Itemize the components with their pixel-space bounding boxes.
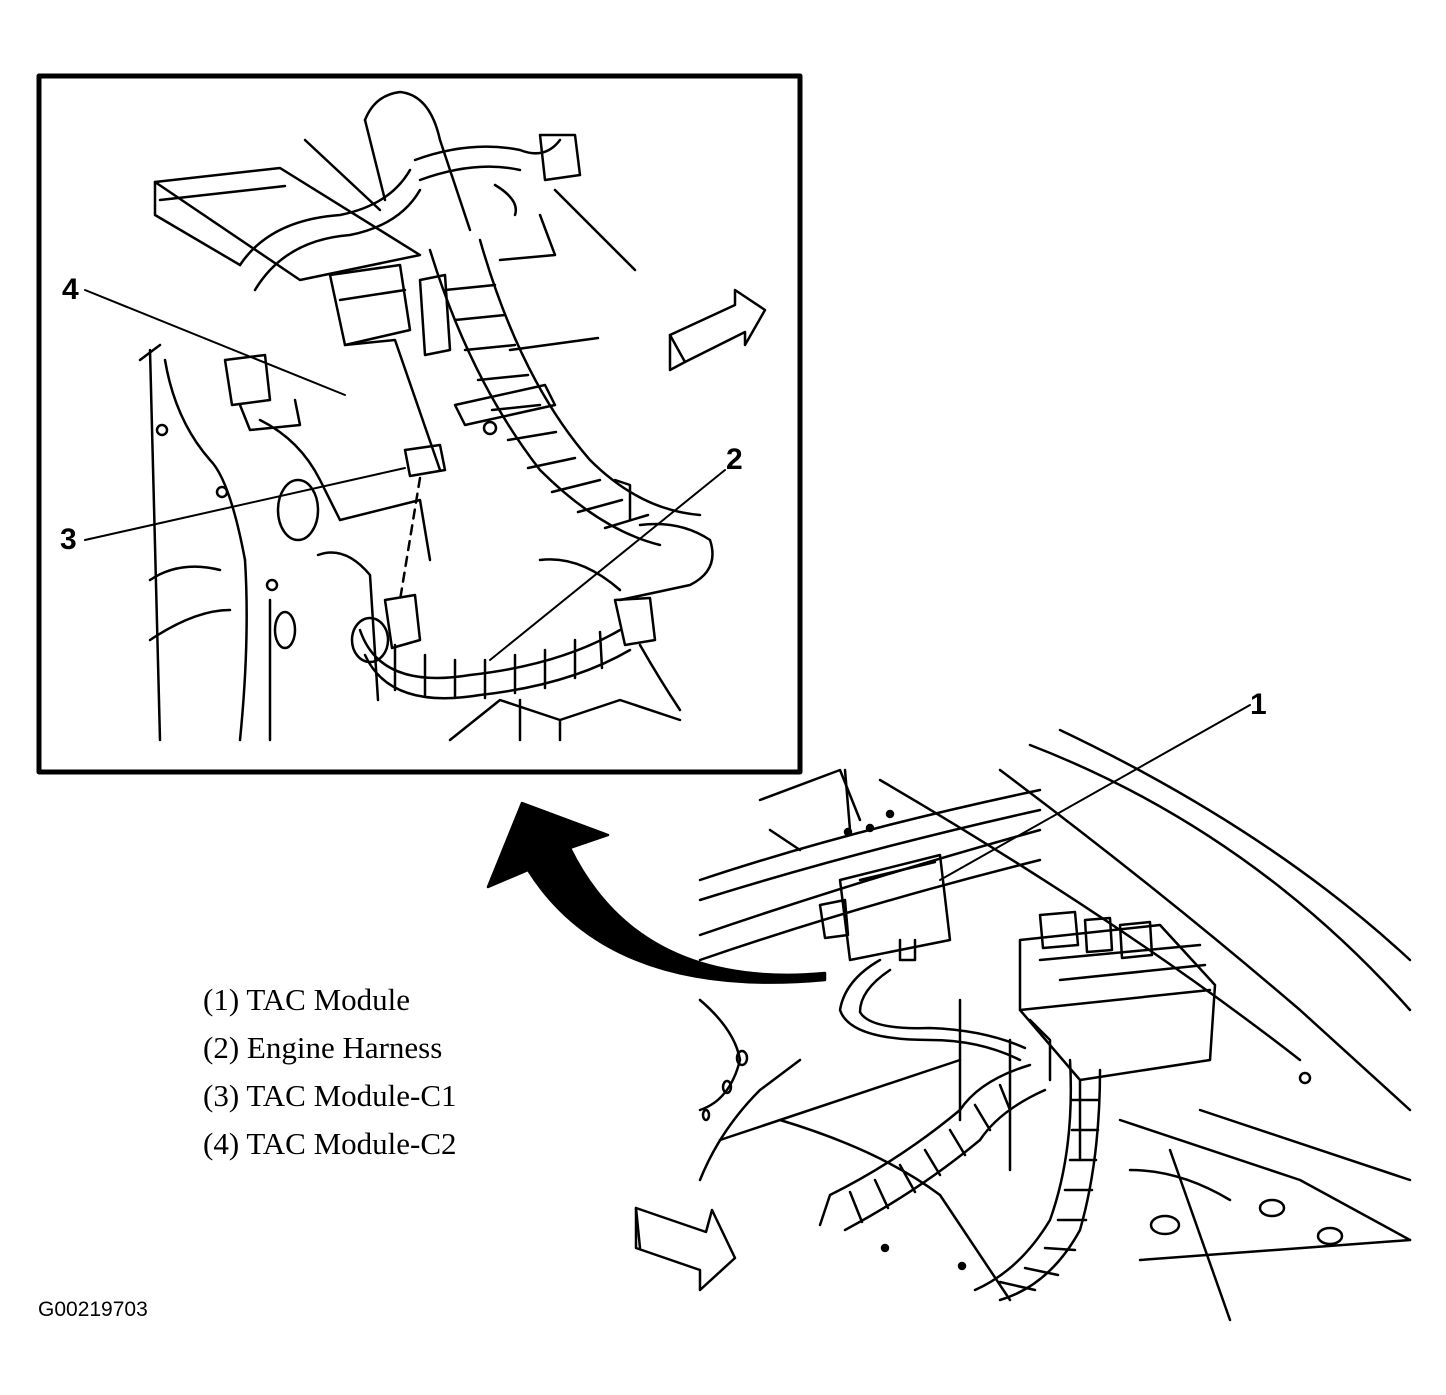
callout-2: 2: [726, 443, 743, 476]
figure-id: G00219703: [38, 1298, 148, 1321]
legend-item-2: (2) Engine Harness: [203, 1030, 443, 1065]
main-overview-view: [634, 704, 1412, 1322]
inset-frame: [36, 73, 803, 775]
callout-3: 3: [60, 523, 77, 556]
callout-1: 1: [1250, 688, 1267, 721]
legend: (1) TAC Module (2) Engine Harness (3) TA…: [203, 982, 457, 1174]
callout-4: 4: [62, 273, 79, 306]
legend-item-4: (4) TAC Module-C2: [203, 1126, 457, 1161]
curved-arrow: [486, 801, 827, 984]
legend-item-1: (1) TAC Module: [203, 982, 411, 1017]
legend-item-3: (3) TAC Module-C1: [203, 1078, 457, 1113]
inset-detail-view: [84, 90, 767, 742]
